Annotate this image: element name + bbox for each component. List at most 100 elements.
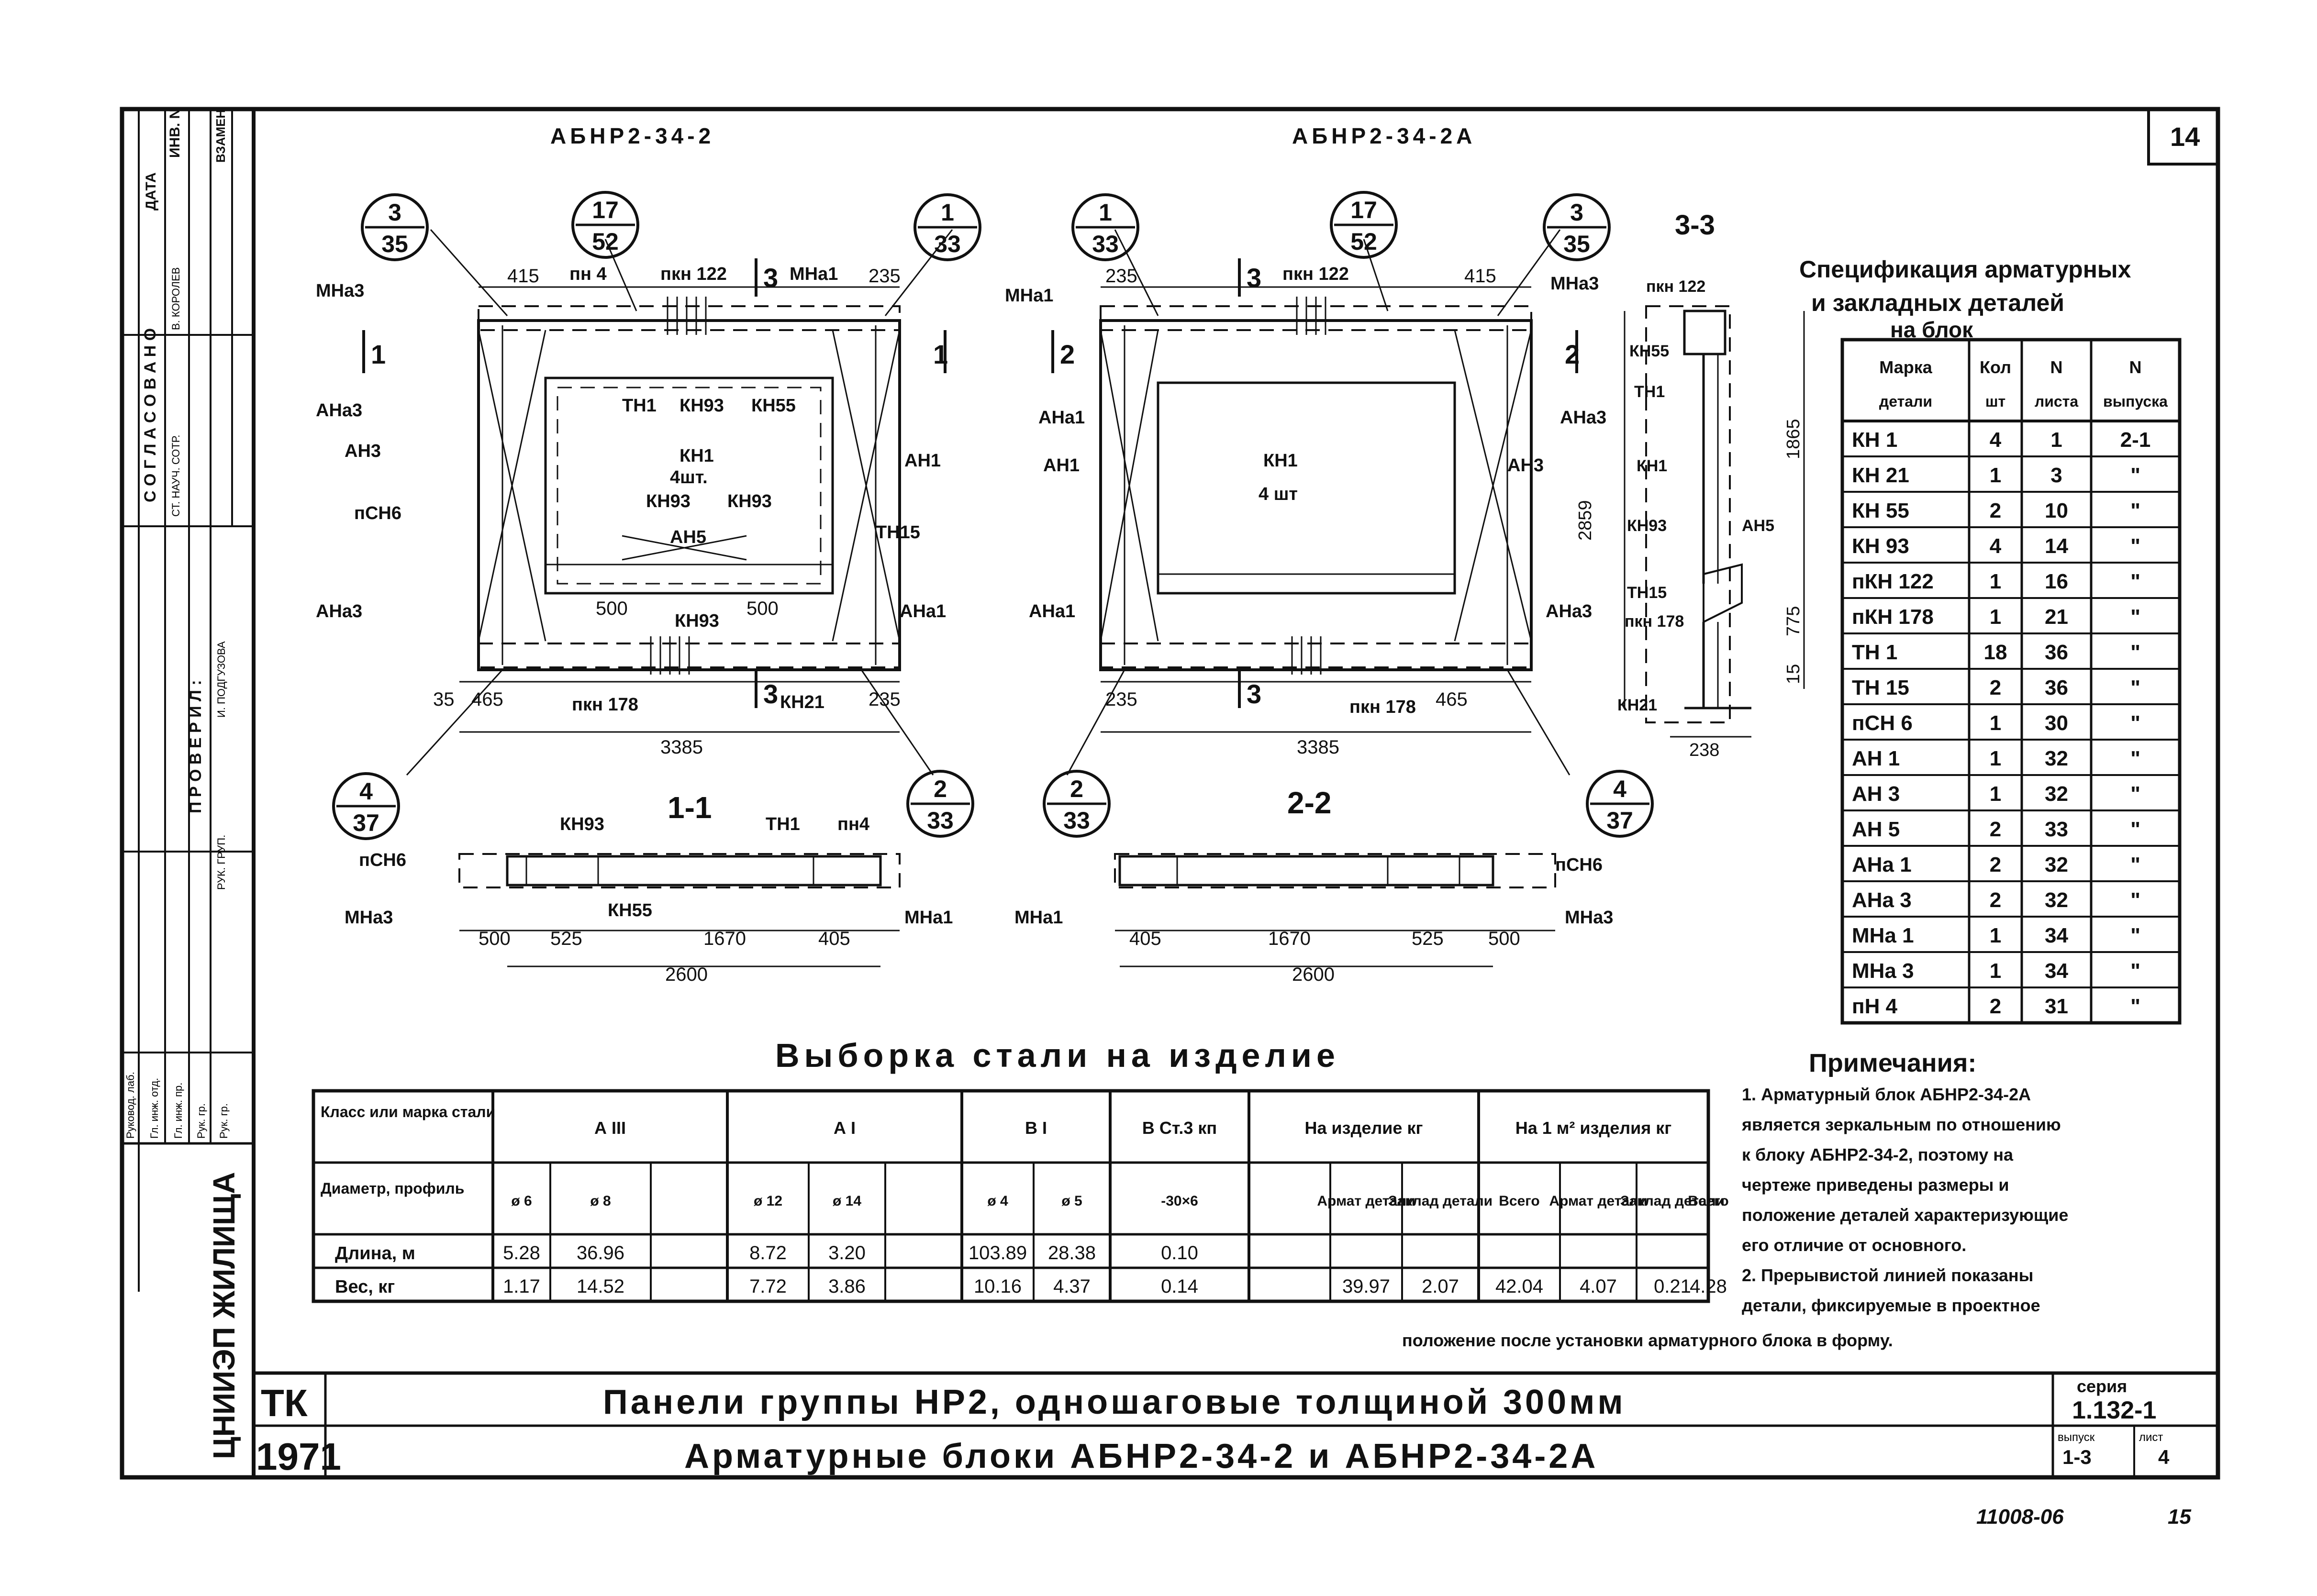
side-stamp: С О Г Л А С О В А Н О ДАТА ИНВ. N ВЗАМЕН… xyxy=(124,109,241,1459)
left-part-label: АНа3 xyxy=(316,601,362,621)
spec-cell: АНа 3 xyxy=(1852,888,1912,912)
stamp-inv: ИНВ. N xyxy=(167,109,183,158)
steel-profile-cell: -30×6 xyxy=(1161,1193,1198,1209)
sec22-part-label: МНа1 xyxy=(1014,908,1063,928)
stamp-name-0: Руковод. лаб. xyxy=(124,1072,136,1139)
left-part-label: АН5 xyxy=(670,527,706,547)
left-elevation xyxy=(362,229,953,776)
spec-cell: 3 xyxy=(2050,464,2062,487)
section33-dimension: 15 xyxy=(1783,664,1804,684)
spec-cell: 31 xyxy=(2045,995,2068,1018)
sec22-dimension: 500 xyxy=(1488,928,1520,949)
cut-mark-number: 3 xyxy=(1247,263,1261,293)
steel-weight-cell: 3.86 xyxy=(828,1276,866,1297)
right-elevation xyxy=(1051,229,1578,776)
spec-header-line2: выпуска xyxy=(2103,393,2168,410)
spec-header-line1: Марка xyxy=(1879,357,1932,377)
org-logo-text: ЦНИИЭП ЖИЛИЩА xyxy=(207,1172,241,1459)
right-callout-top: 3 xyxy=(1570,199,1583,226)
notes-title: Примечания: xyxy=(1809,1049,1976,1077)
spec-cell: 32 xyxy=(2045,853,2068,876)
steel-profile-cell: ø 14 xyxy=(833,1193,861,1209)
note-line: 2. Прерывистой линией показаны xyxy=(1742,1265,2033,1285)
sec22-dimension: 525 xyxy=(1412,928,1444,949)
spec-header-line1: N xyxy=(2129,357,2142,377)
sec11-dimension: 525 xyxy=(550,928,582,949)
cut-mark-number: 3 xyxy=(763,679,778,709)
left-dimension: 465 xyxy=(471,689,503,710)
note-line: детали, фиксируемые в проектное xyxy=(1742,1296,2040,1315)
left-callout-4: 233 xyxy=(906,770,974,838)
steel-profile-cell: ø 6 xyxy=(511,1193,532,1209)
right-dimension: 235 xyxy=(1105,689,1137,710)
section33-dimension: 238 xyxy=(1689,740,1719,760)
left-callout-3: 437 xyxy=(332,772,400,840)
section-1-1-title: 1-1 xyxy=(668,790,712,825)
sec11-part-label: пСН6 xyxy=(359,850,406,870)
title-line-2: Арматурные блоки АБНР2-34-2 и АБНР2-34-2… xyxy=(684,1437,1598,1475)
right-part-label: МНа1 xyxy=(1005,286,1053,306)
left-part-label: МНа1 xyxy=(790,264,838,284)
stamp-name-2: Гл. инж. пр. xyxy=(172,1083,184,1139)
steel-length-cell: 3.20 xyxy=(828,1242,866,1264)
left-callout-2: 133 xyxy=(913,193,981,261)
note-line: положение деталей характеризующие xyxy=(1742,1205,2068,1225)
spec-cell: АН 1 xyxy=(1852,747,1900,770)
right-dimension: 235 xyxy=(1105,266,1137,287)
section-3-3-view xyxy=(1624,305,1805,738)
stamp-name-3: Рук. гр. xyxy=(195,1103,207,1139)
spec-cell: " xyxy=(2130,747,2140,770)
sec11-dimension: 405 xyxy=(818,928,850,949)
spec-cell: 1 xyxy=(1990,464,2001,487)
sheet-frame xyxy=(120,107,2220,1480)
spec-cell: пКН 122 xyxy=(1852,570,1934,593)
section33-part-label: пкн 178 xyxy=(1625,612,1684,631)
steel-group-header: На изделие кг xyxy=(1305,1118,1423,1138)
left-dimension: 235 xyxy=(869,689,901,710)
left-top-hatch xyxy=(667,297,707,335)
sec22-part-label: МНа3 xyxy=(1565,908,1613,928)
section-3-3-title: 3-3 xyxy=(1675,210,1715,241)
left-callout-bottom: 35 xyxy=(381,231,408,257)
spec-cell: 4 xyxy=(1990,534,2002,558)
left-dimension: 3385 xyxy=(660,737,703,758)
spec-cell: 2 xyxy=(1990,995,2001,1018)
stamp-replace: ВЗАМЕН xyxy=(213,110,228,163)
spec-cell: " xyxy=(2130,464,2140,487)
spec-cell: 32 xyxy=(2045,782,2068,806)
stamp-col1-name: В. КОРОЛЕВ xyxy=(170,267,182,330)
steel-profile-cell: Заклад детали xyxy=(1388,1193,1493,1209)
spec-cell: 2-1 xyxy=(2120,428,2151,452)
spec-cell: 2 xyxy=(1990,499,2001,522)
left-callout-top: 1 xyxy=(941,199,954,226)
steel-profile-cell: Армат детали xyxy=(1549,1193,1647,1209)
right-callout-top: 2 xyxy=(1070,776,1083,802)
steel-weight-cell: 1.17 xyxy=(503,1276,540,1297)
spec-cell: 36 xyxy=(2045,641,2068,664)
spec-header-line1: N xyxy=(2050,357,2063,377)
steel-profile-cell: ø 12 xyxy=(754,1193,782,1209)
steel-profile-cell: Армат детали xyxy=(1317,1193,1415,1209)
tk-label: ТК xyxy=(261,1382,308,1424)
stamp-col2-name: И. ПОДГУЗОВА xyxy=(215,641,227,718)
cut-mark-number: 3 xyxy=(1247,679,1261,709)
left-part-label: КН93 xyxy=(727,491,772,511)
left-callout-bottom: 37 xyxy=(353,809,379,836)
left-dimension: 415 xyxy=(507,266,539,287)
right-part-label: АНа1 xyxy=(1029,601,1075,621)
stamp-col1-role: СТ. НАУЧ. СОТР. xyxy=(170,435,182,517)
steel-length-cell: 28.38 xyxy=(1048,1242,1096,1264)
series-value: 1.132-1 xyxy=(2072,1396,2156,1424)
left-part-label: КН93 xyxy=(680,396,724,416)
sec11-dimension: 1670 xyxy=(703,928,746,949)
right-callout-bottom: 52 xyxy=(1350,228,1377,255)
spec-cell: ТН 15 xyxy=(1852,676,1909,699)
steel-weight-cell: 0.14 xyxy=(1161,1276,1198,1297)
spec-cell: " xyxy=(2130,995,2140,1018)
section33-part-label: ТН15 xyxy=(1627,584,1667,602)
spec-cell: 1 xyxy=(1990,605,2001,629)
steel-weight-cell: 14.52 xyxy=(577,1276,624,1297)
steel-weight-cell: 7.72 xyxy=(749,1276,787,1297)
spec-cell: 1 xyxy=(1990,782,2001,806)
